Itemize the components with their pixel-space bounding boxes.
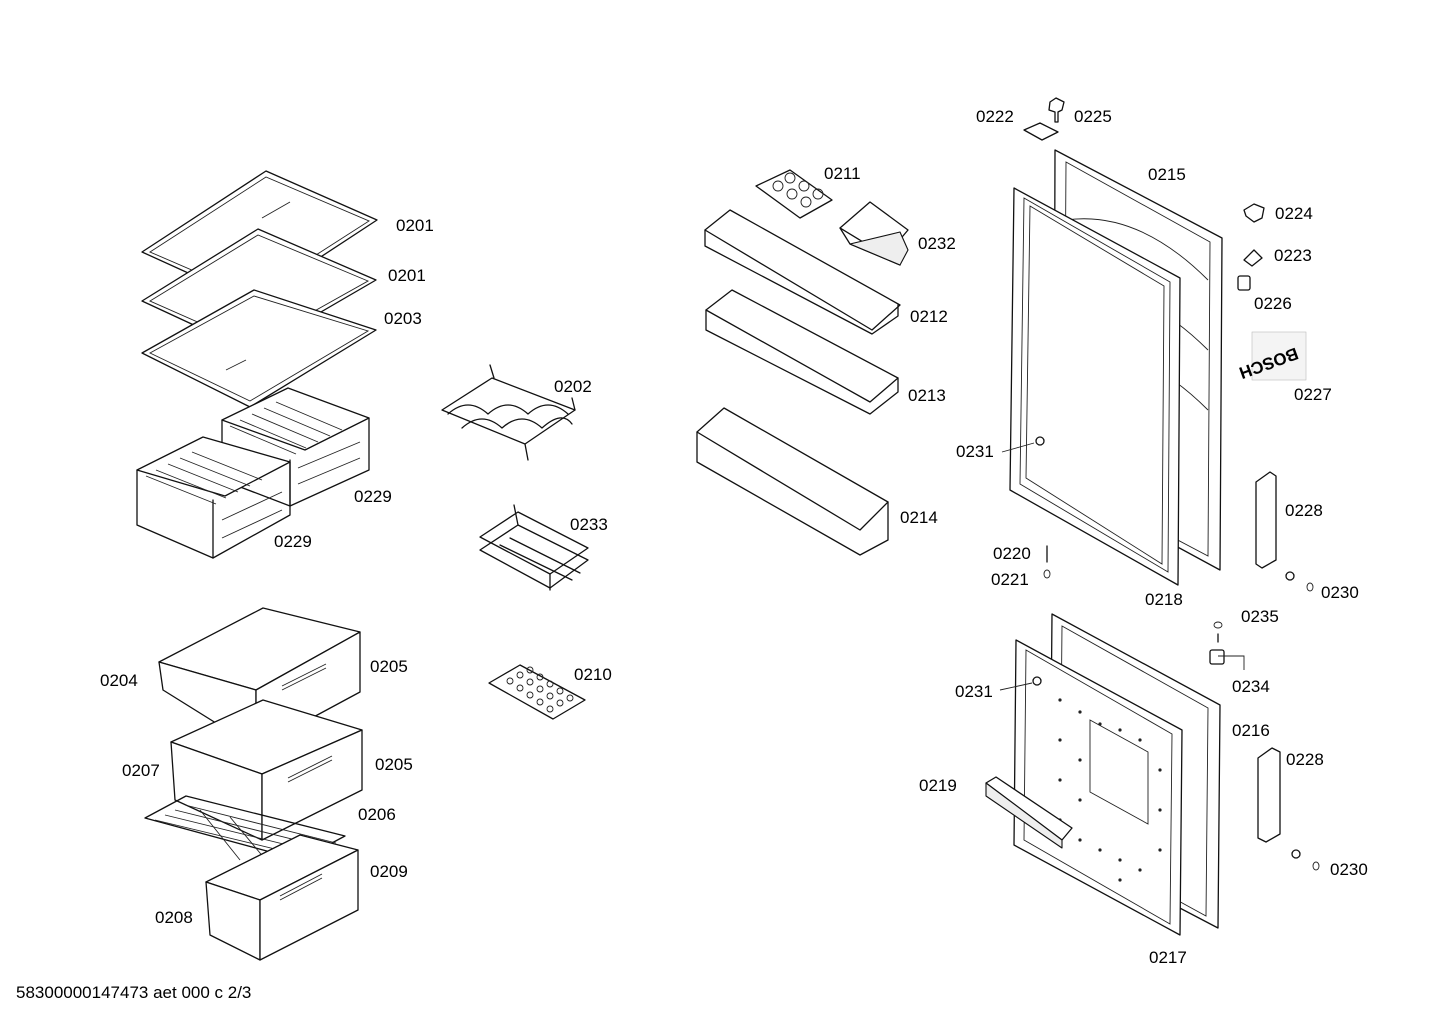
- label-0228b: 0228: [1286, 750, 1324, 769]
- label-0215: 0215: [1148, 165, 1186, 184]
- glass-shelf-lower: [141, 289, 377, 408]
- label-0205b: 0205: [375, 755, 413, 774]
- lower-door-handle-bar: [985, 776, 1073, 849]
- label-0221: 0221: [991, 570, 1029, 589]
- label-0235: 0235: [1241, 607, 1279, 626]
- label-0219: 0219: [919, 776, 957, 795]
- label-0209: 0209: [370, 862, 408, 881]
- label-0212: 0212: [910, 307, 948, 326]
- label-0210: 0210: [574, 665, 612, 684]
- label-0201b: 0201: [388, 266, 426, 285]
- gasket-pin-lower: [999, 676, 1042, 691]
- label-0203: 0203: [384, 309, 422, 328]
- label-0228a: 0228: [1285, 501, 1323, 520]
- label-0213: 0213: [908, 386, 946, 405]
- lower-door-gasket: [1013, 639, 1183, 936]
- label-0234: 0234: [1232, 677, 1270, 696]
- label-0202: 0202: [554, 377, 592, 396]
- gasket-clip: [1237, 275, 1251, 291]
- hinge-pin-top: [1048, 97, 1065, 123]
- label-0201a: 0201: [396, 216, 434, 235]
- stop-part-0234: [1209, 649, 1245, 670]
- washer-0235: [1213, 621, 1223, 643]
- wire-basket-rear: [221, 387, 370, 507]
- bottle-rack: [441, 364, 576, 461]
- screw-0230b: [1291, 849, 1320, 871]
- label-0231b: 0231: [955, 682, 993, 701]
- label-0231a: 0231: [956, 442, 994, 461]
- label-0230a: 0230: [1321, 583, 1359, 602]
- label-0226: 0226: [1254, 294, 1292, 313]
- door-hinge-upper-right: [1255, 471, 1277, 569]
- label-0223: 0223: [1274, 246, 1312, 265]
- butter-compartment: [839, 201, 909, 266]
- drawer-middle: [170, 699, 363, 841]
- label-0204: 0204: [100, 671, 138, 690]
- label-0227: 0227: [1294, 385, 1332, 404]
- label-0205a: 0205: [370, 657, 408, 676]
- upper-door-gasket: [1009, 187, 1181, 586]
- diagram-footer-code: 58300000147473 aet 000 c 2/3: [16, 983, 251, 1002]
- label-0211: 0211: [824, 164, 861, 183]
- ice-tray: [488, 664, 586, 720]
- wire-basket-front: [136, 436, 291, 559]
- screw-0230a: [1285, 571, 1314, 592]
- label-0218: 0218: [1145, 590, 1183, 609]
- label-0222: 0222: [976, 107, 1014, 126]
- door-bin-upper: [704, 209, 901, 335]
- drawer-lower: [205, 834, 359, 961]
- label-0233: 0233: [570, 515, 608, 534]
- label-0220: 0220: [993, 544, 1031, 563]
- label-0230b: 0230: [1330, 860, 1368, 879]
- door-bin-lower: [696, 407, 889, 556]
- wire-rack-small: [479, 504, 589, 591]
- gasket-pin-upper: [1001, 436, 1045, 453]
- door-dot-pattern: [1058, 698, 1162, 882]
- label-0217: 0217: [1149, 948, 1187, 967]
- hinge-cover-small: [1023, 122, 1059, 141]
- label-0224: 0224: [1275, 204, 1313, 223]
- door-bin-middle: [705, 289, 899, 415]
- hinge-bracket: [1243, 203, 1265, 223]
- label-0207: 0207: [122, 761, 160, 780]
- label-0232: 0232: [918, 234, 956, 253]
- label-0208: 0208: [155, 908, 193, 927]
- label-0229a: 0229: [354, 487, 392, 506]
- door-hinge-lower-right: [1257, 747, 1281, 843]
- screw-0220: [1043, 545, 1051, 579]
- egg-tray: [755, 169, 833, 219]
- label-0225: 0225: [1074, 107, 1112, 126]
- brand-badge: BOSCH: [1237, 331, 1307, 382]
- part-labels: 0201 0201 0203 0202 0229 0229 0233 0204 …: [100, 107, 1368, 967]
- label-0214: 0214: [900, 508, 938, 527]
- label-0206: 0206: [358, 805, 396, 824]
- hinge-cap: [1243, 249, 1263, 267]
- label-0229b: 0229: [274, 532, 312, 551]
- label-0216: 0216: [1232, 721, 1270, 740]
